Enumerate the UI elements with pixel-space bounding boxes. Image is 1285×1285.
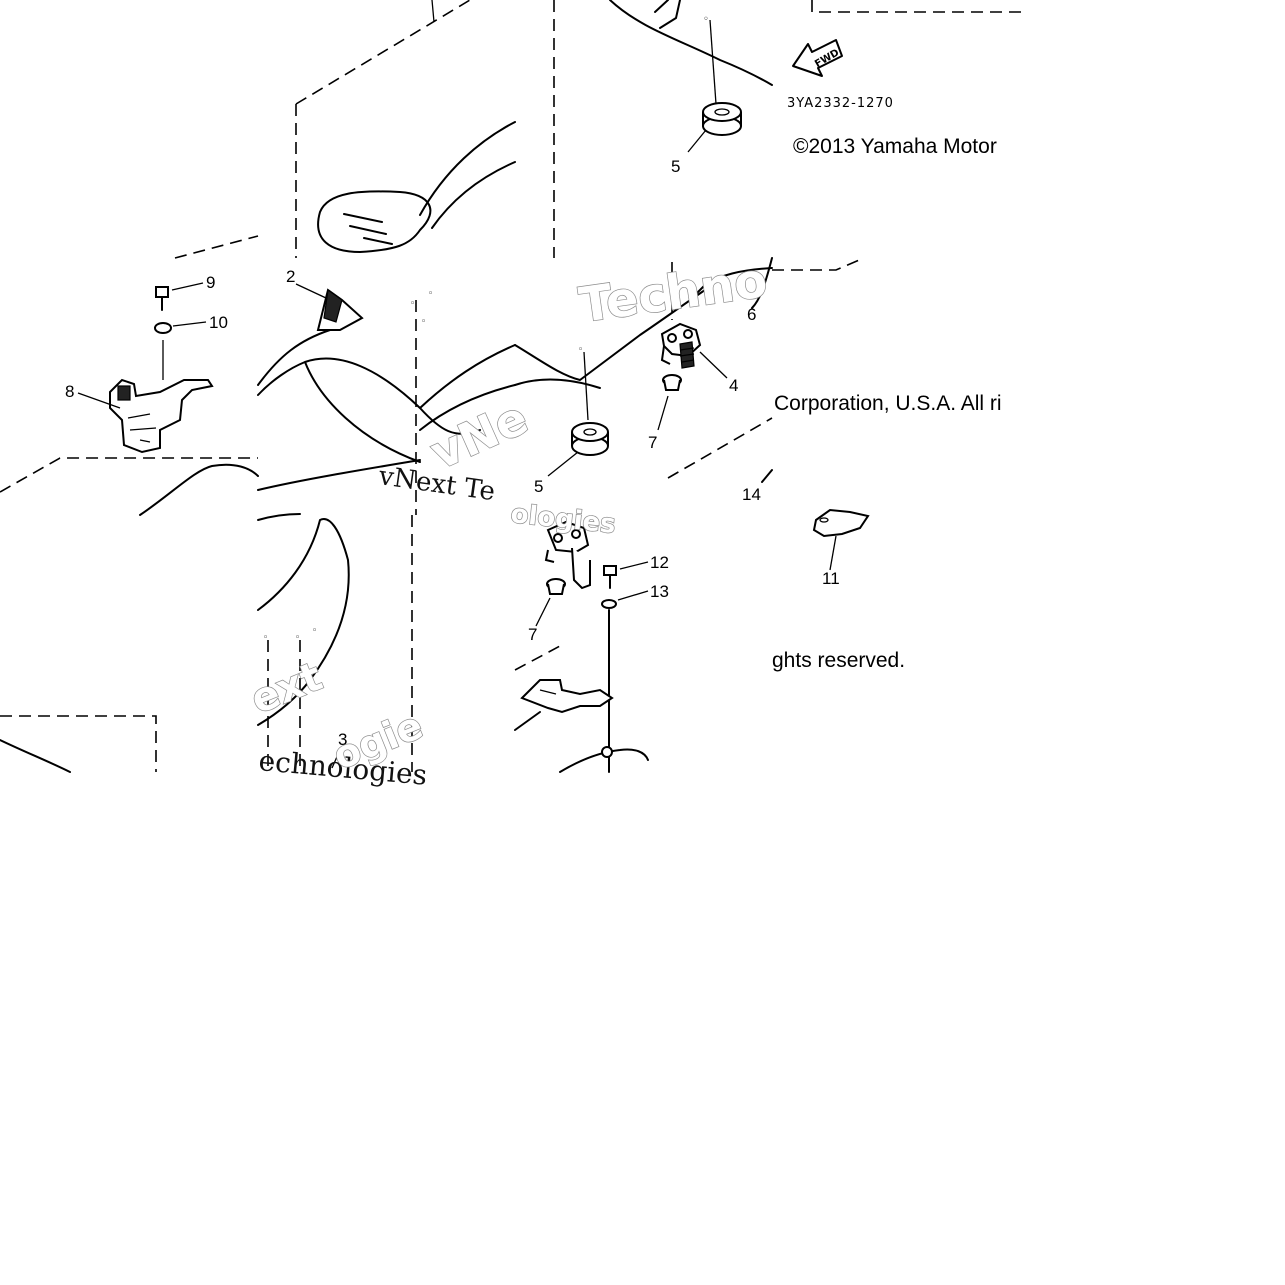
copyright-line-1: ©2013 Yamaha Motor [793, 135, 997, 158]
callout-12: 12 [650, 553, 669, 572]
svg-text:◦: ◦ [263, 633, 268, 643]
callout-5b: 5 [534, 477, 543, 496]
watermark-vne: vNe [423, 390, 536, 480]
svg-text:◦: ◦ [428, 289, 433, 299]
callout-6: 6 [747, 305, 756, 324]
svg-text:◦: ◦ [295, 633, 300, 643]
watermark-techno: Techno [576, 252, 771, 334]
watermark-ologies: ologies [509, 499, 617, 540]
bolt-7a [662, 374, 682, 391]
tile-lower-left: ◦ ◦ ◦ [0, 513, 413, 773]
bolt-12 [603, 565, 617, 589]
svg-text:◦: ◦ [410, 299, 415, 309]
callout-3: 3 [338, 730, 347, 749]
callout-7b: 7 [528, 625, 537, 644]
callout-10: 10 [209, 313, 228, 332]
svg-text:FWD: FWD [813, 47, 841, 70]
part-11 [812, 508, 870, 538]
bolt-9 [155, 286, 169, 311]
tile-middle-center: ◦ ◦ ◦ [257, 283, 516, 515]
tile-middle-left [0, 282, 259, 516]
callout-7a: 7 [648, 433, 657, 452]
rubber-damper-5a [702, 102, 742, 136]
svg-text:◦: ◦ [703, 14, 709, 25]
bolt-7b [546, 578, 566, 595]
bracket-2 [316, 288, 364, 331]
svg-text:◦: ◦ [421, 317, 426, 327]
tile-far-right: Corporation, U.S.A. All ri ghts reserved… [761, 392, 1002, 672]
callout-5a: 5 [671, 157, 680, 176]
hook-4 [660, 322, 702, 369]
callout-11: 11 [822, 569, 840, 588]
watermark-vnext: vNext Te [376, 461, 497, 507]
callout-4: 4 [729, 376, 738, 395]
copyright-line-2: Corporation, U.S.A. All ri [774, 392, 1002, 415]
washer-10 [154, 322, 172, 334]
callout-9: 9 [206, 273, 215, 292]
rubber-damper-5b [571, 422, 609, 456]
hook-lower [544, 520, 591, 590]
callout-2: 2 [286, 267, 295, 286]
callout-8: 8 [65, 382, 74, 401]
tile-upper-right: ◦ FWD 3YA2332-1270 ©2013 Yamaha Motor [609, 0, 1028, 158]
part-code: 3YA2332-1270 [787, 96, 894, 111]
tile-upper-left [174, 0, 555, 259]
tile-middle-right: ◦ [514, 257, 865, 479]
seat-bracket [520, 679, 614, 714]
watermark-ext: ext [245, 654, 329, 724]
washer-13 [601, 599, 617, 609]
svg-text:◦: ◦ [312, 626, 317, 636]
callout-14: 14 [742, 485, 761, 504]
callout-13: 13 [650, 582, 669, 601]
svg-text:◦: ◦ [578, 345, 583, 355]
seat-lock-8 [109, 378, 214, 454]
copyright-line-3: ghts reserved. [772, 649, 905, 672]
tile-lower-right [514, 520, 649, 773]
callouts: 2 3 4 5 5 6 7 7 8 9 10 11 12 13 14 [65, 157, 840, 749]
forward-arrow-icon: FWD [792, 39, 843, 77]
